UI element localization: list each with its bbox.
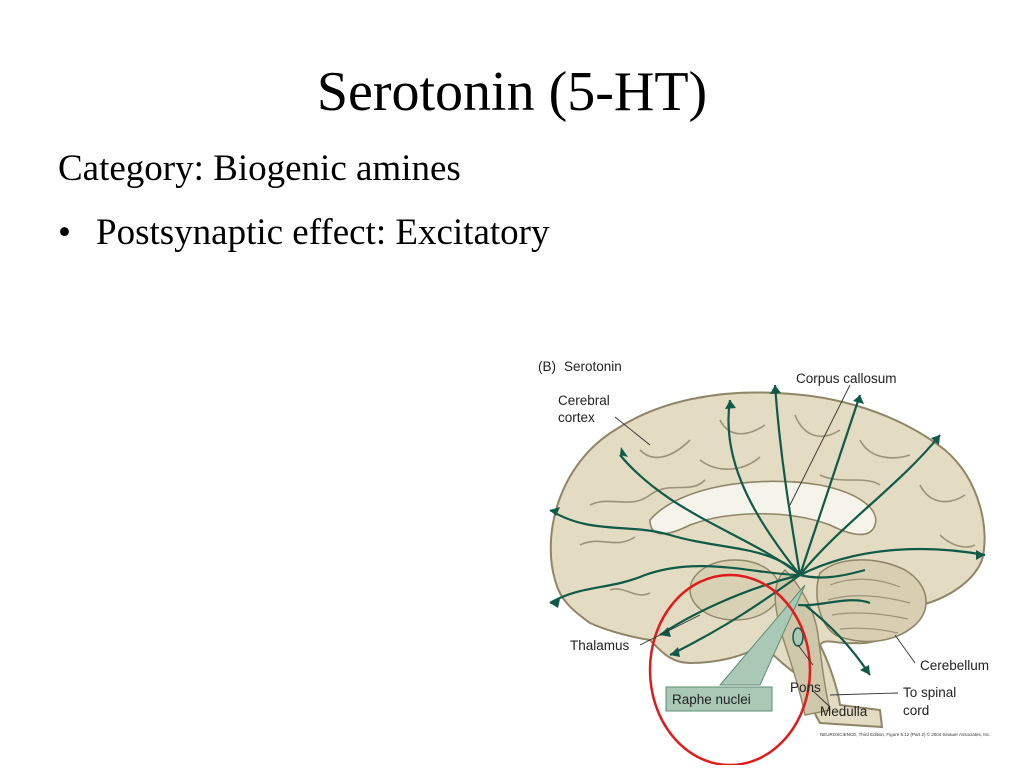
label-cerebellum: Cerebellum xyxy=(920,658,989,673)
label-leaders xyxy=(614,384,916,708)
brain-diagram: (B) Serotonin Cerebral cortex Corpus cal… xyxy=(538,359,991,765)
label-to-spinal: To spinal xyxy=(903,685,956,700)
gyri-lines xyxy=(579,414,976,596)
highlight-circle xyxy=(648,573,812,765)
category-text: Category: Biogenic amines xyxy=(58,148,461,189)
label-thalamus: Thalamus xyxy=(570,638,630,653)
brain-outline xyxy=(549,391,986,729)
figure-credit: NEUROSCIENCE, Third Edition, Figure 6.12… xyxy=(820,731,991,737)
raphe-label-box xyxy=(665,686,773,712)
bullet-text: Postsynaptic effect: Excitatory xyxy=(96,212,550,253)
label-medulla: Medulla xyxy=(820,704,868,719)
label-cerebral: Cerebral xyxy=(558,393,610,408)
label-pons: Pons xyxy=(790,680,821,695)
cerebellum-folia xyxy=(827,578,911,634)
bullet-marker: • xyxy=(58,212,71,253)
brain-figure: (B) Serotonin Cerebral cortex Corpus cal… xyxy=(520,345,1000,765)
bullet-item: • Postsynaptic effect: Excitatory xyxy=(58,214,549,251)
panel-title: Serotonin xyxy=(564,359,622,374)
label-cortex: cortex xyxy=(558,410,595,425)
panel-label: (B) xyxy=(538,359,556,374)
raphe-nucleus xyxy=(792,627,804,647)
label-cord: cord xyxy=(903,703,929,718)
label-corpus-callosum: Corpus callosum xyxy=(796,371,897,386)
pathway-arrowheads xyxy=(550,385,985,675)
serotonin-pathways xyxy=(549,384,986,676)
corpus-callosum xyxy=(649,480,877,536)
raphe-pointer xyxy=(718,584,806,686)
slide-title: Serotonin (5-HT) xyxy=(316,61,708,123)
label-raphe-nuclei: Raphe nuclei xyxy=(672,692,751,707)
